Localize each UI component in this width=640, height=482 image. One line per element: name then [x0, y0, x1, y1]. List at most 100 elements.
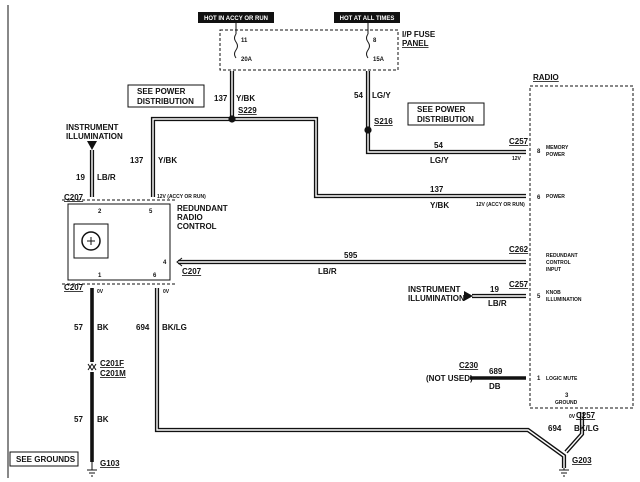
- see-power-distribution-2b: DISTRIBUTION: [417, 115, 474, 124]
- fuse-panel-outline: [219, 29, 399, 71]
- redundant-radio-control: 2 5 1 6 4 12V (ACCY OR RUN) 0V 0V REDUND…: [62, 194, 228, 295]
- ground-g203-icon: [559, 468, 569, 477]
- label-radio-redundant-1: REDUNDANT: [546, 253, 578, 259]
- label-circuits-c595-col: LB/R: [318, 267, 337, 276]
- redundant-control-title-2: RADIO: [177, 213, 203, 222]
- label-radio-ground: GROUND: [555, 400, 578, 406]
- label-circuits-c54-a-col: LG/Y: [372, 91, 391, 100]
- see-power-distribution-box-2: [407, 102, 485, 126]
- c207-arrow-icon: [176, 257, 183, 267]
- splice-s229: [228, 115, 236, 123]
- label-circuits-c694-a-num: 694: [136, 323, 150, 332]
- arrow-right-icon: [464, 291, 473, 301]
- ground-g103-icon: [87, 462, 97, 477]
- fuse-panel-title-1: I/P FUSE: [402, 30, 436, 39]
- arrow-down-icon: [87, 141, 97, 150]
- label-radio-pin1: 1: [537, 376, 541, 382]
- label-radio-knob-1: KNOB: [546, 290, 561, 296]
- label-circuits-c137-c-num: 137: [430, 185, 444, 194]
- label-radio-memory-1: MEMORY: [546, 145, 569, 151]
- see-grounds-text: SEE GROUNDS: [16, 455, 76, 464]
- label-radio-pin8: 8: [537, 149, 541, 155]
- label-redundant-control-pin5: 5: [149, 209, 153, 215]
- label-radio-logic-mute: LOGIC MUTE: [546, 376, 578, 382]
- see-power-distribution-1b: DISTRIBUTION: [137, 97, 194, 106]
- see-power-distribution-box-1: [127, 84, 205, 108]
- connector-c207-b: C207: [64, 283, 84, 292]
- connector-c257-c: C257: [576, 411, 596, 420]
- control-knob-icon: [81, 231, 101, 251]
- splice-s216: [364, 126, 372, 134]
- see-power-distribution-1a: SEE POWER: [137, 87, 186, 96]
- redundant-control-title-3: CONTROL: [177, 222, 217, 231]
- label-radio-knob-2: ILLUMINATION: [546, 297, 582, 303]
- header-hot-accy-run: [198, 12, 274, 23]
- fuse-left-icon: [234, 33, 238, 59]
- label-circuits-c694-a-col: BK/LG: [162, 323, 187, 332]
- connector-c207-c: C207: [182, 267, 202, 276]
- label-circuits-c57-b-col: BK: [97, 415, 109, 424]
- fuse-left-rating: 20A: [241, 57, 253, 63]
- radio-outline: [529, 85, 634, 409]
- label-redundant-control-pin2: 2: [98, 209, 102, 215]
- label-circuits-c57-a-col: BK: [97, 323, 109, 332]
- label-redundant-control-pin1: 1: [98, 273, 102, 279]
- label-circuits-c137-a-num: 137: [214, 94, 228, 103]
- label-circuits-c19-a-num: 19: [76, 173, 85, 182]
- fuse-right-rating: 15A: [373, 57, 385, 63]
- ground-g103: G103: [100, 459, 120, 468]
- connector-c207-a: C207: [64, 193, 84, 202]
- instrument-illumination-left-2: ILLUMINATION: [66, 132, 123, 141]
- label-radio-memory-2: POWER: [546, 152, 565, 158]
- label-circuits-c54-b-num: 54: [434, 141, 443, 150]
- not-used-label: (NOT USED): [426, 374, 473, 383]
- label-radio-pin3: 3: [565, 393, 569, 399]
- label-circuits-c57-b-num: 57: [74, 415, 83, 424]
- splice-s229-label: S229: [238, 106, 257, 115]
- redundant-control-title-1: REDUNDANT: [177, 204, 228, 213]
- label-radio-redundant-2: CONTROL: [546, 260, 571, 266]
- wire-137-y-bk: [150, 71, 526, 199]
- fuse-panel: HOT IN ACCY OR RUN HOT AT ALL TIMES I/P …: [198, 12, 436, 71]
- see-grounds-box: [9, 451, 79, 467]
- connector-c201f: C201F: [100, 359, 124, 368]
- header-hot-accy-run-text: HOT IN ACCY OR RUN: [204, 16, 268, 22]
- header-hot-at-all-times-text: HOT AT ALL TIMES: [340, 16, 395, 22]
- connector-c201m: C201M: [100, 369, 126, 378]
- label-radio-pin5: 5: [537, 294, 541, 300]
- instrument-illumination-right-1: INSTRUMENT: [408, 285, 461, 294]
- label-circuits-c19-b-num: 19: [490, 285, 499, 294]
- wire-54-lg-y: [365, 71, 526, 155]
- label-radio-pin6: 6: [537, 195, 541, 201]
- fuse-left-num: 11: [241, 38, 248, 44]
- see-power-distribution-2a: SEE POWER: [417, 105, 466, 114]
- label-radio-redundant-3: INPUT: [546, 267, 561, 273]
- radio-title: RADIO: [533, 73, 559, 82]
- label-redundant-control-v12: 12V (ACCY OR RUN): [157, 194, 206, 200]
- label-circuits-c54-a-num: 54: [354, 91, 363, 100]
- label-radio-v0: 0V: [569, 414, 576, 420]
- label-redundant-control-pin4: 4: [163, 260, 167, 266]
- label-circuits-c694-b-col: BK/LG: [574, 424, 599, 433]
- label-redundant-control-v0-right: 0V: [163, 289, 170, 295]
- wire-694-bk-lg-radio: [564, 412, 585, 454]
- label-circuits-c19-a-col: LB/R: [97, 173, 116, 182]
- connector-c257-a: C257: [509, 137, 529, 146]
- fuse-right-icon: [366, 33, 370, 59]
- label-circuits-c137-b-num: 137: [130, 156, 144, 165]
- header-hot-at-all-times: [334, 12, 400, 23]
- connector-c257-b: C257: [509, 280, 529, 289]
- instrument-illumination-left-1: INSTRUMENT: [66, 123, 119, 132]
- fuse-right-num: 8: [373, 38, 377, 44]
- fuse-panel-title-2: PANEL: [402, 39, 429, 48]
- splice-s216-label: S216: [374, 117, 393, 126]
- wire-694-bk-lg: [154, 288, 567, 468]
- label-circuits-c57-a-num: 57: [74, 323, 83, 332]
- label-radio-v12-pow: 12V (ACCY OR RUN): [476, 202, 525, 208]
- label-circuits-c19-b-col: LB/R: [488, 299, 507, 308]
- ground-g203: G203: [572, 456, 592, 465]
- label-circuits-c137-c-col: Y/BK: [430, 201, 449, 210]
- label-radio-v12-mem: 12V: [512, 156, 522, 162]
- label-circuits-c689-col: DB: [489, 382, 501, 391]
